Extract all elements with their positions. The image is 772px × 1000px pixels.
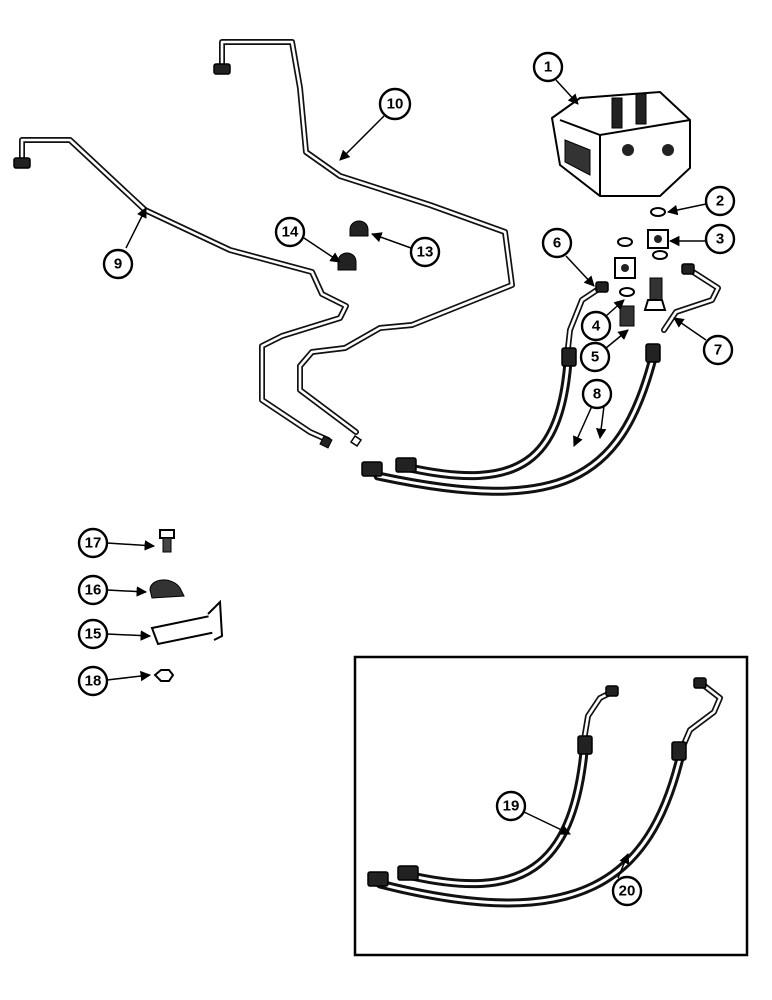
callout-5: 5	[579, 329, 629, 373]
callout-20: 20	[611, 853, 643, 907]
callout-17: 17	[77, 527, 156, 559]
bolt-17	[159, 529, 175, 553]
svg-text:19: 19	[503, 798, 520, 815]
svg-text:15: 15	[85, 626, 102, 643]
svg-text:8: 8	[593, 386, 601, 403]
callout-2: 2	[666, 185, 736, 217]
nut-18	[153, 669, 175, 682]
hoses-8	[361, 343, 661, 496]
callout-6: 6	[541, 227, 595, 287]
callout-14: 14	[274, 216, 341, 263]
tube-6	[565, 281, 609, 351]
tube-10	[213, 39, 515, 448]
svg-text:1: 1	[544, 59, 552, 76]
inset-box	[353, 655, 749, 957]
callout-16: 16	[77, 574, 148, 606]
callout-18: 18	[77, 665, 152, 697]
hose-19	[397, 685, 619, 889]
svg-text:17: 17	[85, 535, 102, 552]
callout-15: 15	[77, 618, 152, 650]
callout-9: 9	[102, 207, 147, 280]
svg-text:13: 13	[417, 244, 434, 261]
callout-19: 19	[495, 790, 571, 835]
callout-1: 1	[532, 51, 579, 105]
svg-text:18: 18	[85, 673, 102, 690]
tube-7	[661, 263, 721, 333]
tube-9	[13, 137, 349, 449]
svg-text:3: 3	[716, 231, 724, 248]
clamp-14	[337, 252, 357, 271]
callout-3: 3	[668, 223, 736, 255]
callout-13: 13	[371, 232, 441, 268]
svg-text:2: 2	[716, 193, 724, 210]
svg-text:10: 10	[387, 96, 404, 113]
fittings-group	[614, 207, 669, 327]
callout-10: 10	[339, 87, 412, 161]
svg-text:9: 9	[114, 256, 122, 273]
clamp-13	[349, 220, 369, 237]
svg-text:14: 14	[282, 224, 299, 241]
callout-8: 8	[573, 378, 613, 447]
svg-text:16: 16	[85, 582, 102, 599]
svg-text:5: 5	[591, 349, 599, 366]
svg-text:7: 7	[714, 342, 722, 359]
clip-16	[149, 579, 185, 599]
callout-7: 7	[673, 317, 734, 366]
svg-text:6: 6	[553, 235, 561, 252]
hose-20	[367, 677, 723, 908]
svg-text:20: 20	[619, 883, 636, 900]
valve-block-part-1	[550, 90, 691, 197]
svg-text:4: 4	[592, 318, 601, 335]
bracket-15	[150, 599, 224, 646]
callout-4: 4	[580, 299, 625, 342]
